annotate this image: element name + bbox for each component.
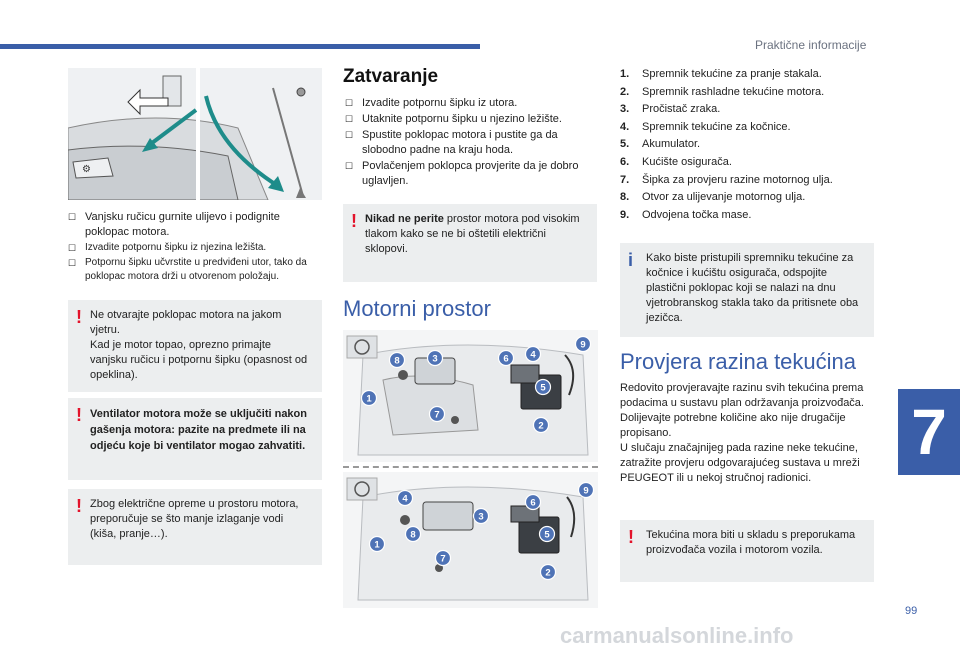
list-item: 4.Spremnik tekućine za kočnice. bbox=[620, 120, 791, 133]
warning-box-fluid-spec: ! Tekućina mora biti u skladu s preporuk… bbox=[620, 520, 874, 582]
list-item: 3.Pročistač zraka. bbox=[620, 103, 721, 116]
list-item: 1.Spremnik tekućine za pranje stakala. bbox=[620, 68, 822, 80]
square-bullet-icon: ☐ bbox=[345, 114, 354, 124]
list-item: 2.Spremnik rashladne tekućine motora. bbox=[620, 85, 825, 98]
exclamation-icon: ! bbox=[76, 307, 82, 327]
warning-box-washing: ! Nikad ne perite prostor motora pod vis… bbox=[343, 204, 597, 282]
list-item: ☐Spustite poklopac motora i pustite ga d… bbox=[345, 129, 558, 156]
svg-text:8: 8 bbox=[394, 356, 399, 367]
warning-box-fan: ! Ventilator motora može se uključiti na… bbox=[68, 398, 322, 480]
list-item: ☐Vanjsku ručicu gurnite ulijevo i podign… bbox=[68, 211, 280, 238]
callout-badge-8: 8 bbox=[388, 351, 406, 369]
svg-text:9: 9 bbox=[583, 486, 588, 497]
callout-badge-5: 5 bbox=[534, 378, 552, 396]
svg-text:1: 1 bbox=[366, 394, 372, 405]
engine-parts-list: 1.Spremnik tekućine za pranje stakala. 2… bbox=[620, 66, 876, 224]
svg-text:7: 7 bbox=[440, 554, 445, 565]
section-title: Praktične informacije bbox=[755, 38, 867, 52]
svg-text:7: 7 bbox=[434, 410, 439, 421]
list-item: 6.Kućište osigurača. bbox=[620, 155, 732, 168]
engine-diagram-2: 1 2 3 4 5 6 7 8 9 bbox=[343, 472, 598, 608]
svg-text:4: 4 bbox=[402, 494, 408, 505]
exclamation-icon: ! bbox=[351, 211, 357, 231]
list-item: 9.Odvojena točka mase. bbox=[620, 208, 752, 221]
list-item: ☐Izvadite potpornu šipku iz utora. bbox=[345, 97, 518, 109]
callout-badge-3: 3 bbox=[472, 507, 490, 525]
svg-text:3: 3 bbox=[432, 354, 437, 365]
svg-text:⚙: ⚙ bbox=[82, 164, 91, 175]
exclamation-icon: ! bbox=[76, 405, 82, 425]
callout-badge-7: 7 bbox=[428, 405, 446, 423]
callout-badge-9: 9 bbox=[577, 481, 595, 499]
svg-text:3: 3 bbox=[478, 512, 483, 523]
callout-badge-4: 4 bbox=[524, 345, 542, 363]
square-bullet-icon: ☐ bbox=[68, 258, 77, 268]
warning-box-wind: ! Ne otvarajte poklopac motora na jakom … bbox=[68, 300, 322, 392]
list-item: 5.Akumulator. bbox=[620, 138, 701, 151]
callout-badge-8: 8 bbox=[404, 525, 422, 543]
list-item: 8.Otvor za ulijevanje motornog ulja. bbox=[620, 191, 806, 204]
svg-text:6: 6 bbox=[503, 354, 508, 365]
fluid-check-text: Redovito provjeravajte razinu svih tekuć… bbox=[620, 382, 864, 484]
diagram-divider bbox=[343, 466, 598, 468]
svg-text:5: 5 bbox=[544, 530, 550, 541]
page-number: 99 bbox=[905, 605, 918, 617]
square-bullet-icon: ☐ bbox=[68, 243, 77, 253]
svg-text:2: 2 bbox=[538, 421, 543, 432]
square-bullet-icon: ☐ bbox=[345, 161, 354, 171]
svg-text:5: 5 bbox=[540, 383, 546, 394]
list-item: 7.Šipka za provjeru razine motornog ulja… bbox=[620, 173, 833, 186]
chapter-tab: 7 bbox=[898, 389, 960, 475]
square-bullet-icon: ☐ bbox=[345, 98, 354, 108]
info-icon: i bbox=[628, 250, 634, 270]
callout-badge-2: 2 bbox=[532, 416, 550, 434]
square-bullet-icon: ☐ bbox=[68, 212, 77, 222]
callout-badge-6: 6 bbox=[524, 493, 542, 511]
callout-badge-4: 4 bbox=[396, 489, 414, 507]
callout-badge-6: 6 bbox=[497, 349, 515, 367]
engine-compartment-title: Motorni prostor bbox=[343, 296, 491, 321]
svg-text:1: 1 bbox=[374, 540, 380, 551]
callout-badge-1: 1 bbox=[368, 535, 386, 553]
list-item: ☐Povlačenjem poklopca provjerite da je d… bbox=[345, 160, 579, 187]
svg-text:2: 2 bbox=[545, 568, 550, 579]
list-item: ☐Utaknite potpornu šipku u njezino ležiš… bbox=[345, 113, 562, 125]
exclamation-icon: ! bbox=[628, 527, 634, 547]
callout-badge-7: 7 bbox=[434, 549, 452, 567]
callout-badge-5: 5 bbox=[538, 525, 556, 543]
callout-badge-1: 1 bbox=[360, 389, 378, 407]
closing-title: Zatvaranje bbox=[343, 66, 439, 87]
callout-badge-2: 2 bbox=[539, 563, 557, 581]
svg-text:6: 6 bbox=[530, 498, 535, 509]
exclamation-icon: ! bbox=[76, 496, 82, 516]
list-item: ☐Izvadite potpornu šipku iz njezina leži… bbox=[68, 242, 267, 253]
svg-text:4: 4 bbox=[530, 350, 536, 361]
callout-badge-3: 3 bbox=[426, 349, 444, 367]
opening-steps-list: ☐Vanjsku ručicu gurnite ulijevo i podign… bbox=[68, 210, 324, 284]
closing-steps-list: ☐Izvadite potpornu šipku iz utora. ☐Utak… bbox=[345, 96, 597, 189]
square-bullet-icon: ☐ bbox=[345, 130, 354, 140]
top-accent-bar bbox=[0, 44, 480, 49]
fluid-check-title: Provjera razina tekućina bbox=[620, 349, 857, 374]
engine-diagram-1: 1 2 3 4 5 6 7 8 9 bbox=[343, 330, 598, 462]
svg-text:9: 9 bbox=[580, 340, 585, 351]
svg-text:8: 8 bbox=[410, 530, 415, 541]
list-item: ☐Potpornu šipku učvrstite u predviđeni u… bbox=[68, 257, 307, 282]
hood-opening-illustration: ⚙ bbox=[68, 68, 322, 200]
watermark: carmanualsonline.info bbox=[560, 623, 794, 648]
callout-badge-9: 9 bbox=[574, 335, 592, 353]
warning-box-water: ! Zbog električne opreme u prostoru moto… bbox=[68, 489, 322, 565]
info-box-brake-fluid: i Kako biste pristupili spremniku tekući… bbox=[620, 243, 874, 337]
